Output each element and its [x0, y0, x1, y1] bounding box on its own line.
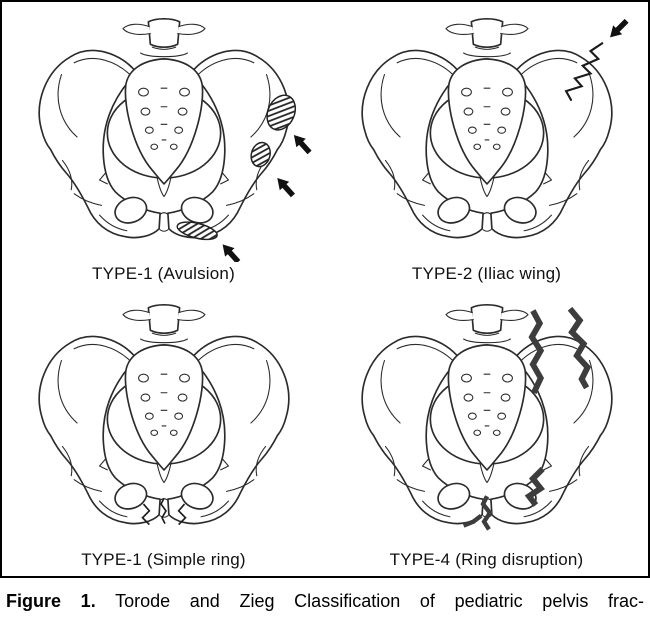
fracture-band-iliac-wing [567, 306, 591, 390]
figure-illustration-area: TYPE-1 (Avulsion) TYPE-2 (Iliac wing) [0, 0, 650, 578]
pelvis-diagram-ring-disruption [337, 298, 637, 531]
fracture-arrow-icon [272, 173, 298, 200]
fracture-band-inferior-ramus [462, 514, 482, 528]
panel-type1-simple-ring: TYPE-1 (Simple ring) [2, 290, 325, 576]
pelvis-outline [362, 19, 612, 238]
iliac-wing-fracture-markers [564, 16, 631, 101]
panel-type4-ring-disruption: TYPE-4 (Ring disruption) [325, 290, 648, 576]
panel-label: TYPE-1 (Avulsion) [92, 264, 235, 283]
panel-type1-avulsion: TYPE-1 (Avulsion) [2, 4, 325, 290]
fracture-band-symphysis [480, 495, 493, 531]
ring-disruption-fracture-markers [462, 306, 591, 531]
avulsion-fragment-iliac-crest [265, 94, 296, 131]
panel-grid: TYPE-1 (Avulsion) TYPE-2 (Iliac wing) [2, 4, 648, 576]
pelvis-outline [39, 19, 289, 238]
simple-ring-fracture-markers [140, 497, 187, 526]
fracture-line-right-ramus [177, 503, 187, 526]
figure-caption-text: Torode and Zieg Classification of pediat… [115, 591, 645, 611]
panel-label: TYPE-4 (Ring disruption) [389, 550, 584, 569]
fracture-arrow-icon [605, 16, 631, 42]
avulsion-fragment-markers [175, 94, 314, 262]
pelvis-diagram-avulsion [14, 12, 314, 262]
fracture-arrow-icon [288, 130, 314, 157]
fracture-arrow-icon [217, 240, 243, 262]
pelvis-diagram-simple-ring [14, 298, 314, 526]
figure-caption: Figure 1. Torode and Zieg Classification… [0, 578, 650, 613]
pelvis-outline [39, 305, 289, 524]
figure-caption-label: Figure 1. [6, 591, 96, 611]
pelvis-diagram-iliac-wing [337, 16, 631, 262]
avulsion-fragment-ischium [175, 221, 218, 241]
fracture-line-symphysis [159, 497, 167, 524]
panel-label: TYPE-2 (Iliac wing) [411, 264, 562, 283]
fracture-zigzag-line [564, 42, 603, 101]
panel-label: TYPE-1 (Simple ring) [81, 550, 246, 569]
panel-type2-iliac-wing: TYPE-2 (Iliac wing) [325, 4, 648, 290]
fracture-band-sacroiliac [527, 309, 544, 394]
avulsion-fragment-iliac-spine [249, 141, 271, 168]
fracture-line-left-ramus [140, 503, 150, 526]
fracture-band-superior-ramus [524, 466, 545, 507]
